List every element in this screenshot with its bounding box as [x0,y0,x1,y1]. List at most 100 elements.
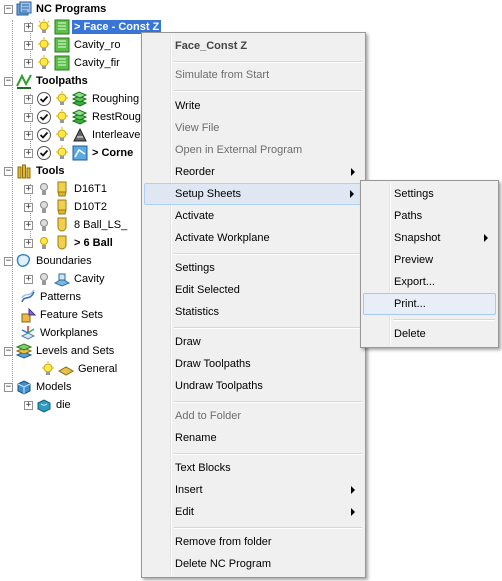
tree-node-tool[interactable]: + 8 Ball_LS_ [24,216,129,234]
tree-node-boundaries[interactable]: − Boundaries [4,252,94,270]
menu-item-undraw-toolpaths[interactable]: Undraw Toolpaths [175,380,263,392]
expand-toggle[interactable]: + [24,147,33,158]
expand-toggle[interactable]: + [24,129,33,140]
submenu-arrow-icon [484,234,488,242]
tree-node-toolpath[interactable]: + RestRoug [24,108,143,126]
submenu-item-export[interactable]: Export... [394,276,435,288]
tree-node-toolpaths[interactable]: − Toolpaths [4,72,90,90]
expand-toggle[interactable]: + [24,219,33,230]
tree-node-tool[interactable]: + D10T2 [24,198,109,216]
tree-node-nc-program[interactable]: + Cavity_ro [24,36,122,54]
model-icon [37,399,51,413]
lightbulb-on-icon [40,237,48,249]
tree-node-workplanes[interactable]: Workplanes [20,324,100,342]
menu-item-insert[interactable]: Insert [144,479,363,501]
tree-node-nc-program[interactable]: + > Face - Const Z [24,18,162,36]
expand-toggle[interactable]: + [24,237,33,248]
tree-node-nc-programs[interactable]: − NC Programs [4,0,108,18]
expand-toggle[interactable]: + [24,399,33,410]
menu-item-draw[interactable]: Draw [175,336,201,348]
boundary-icon [54,273,70,287]
menu-item-settings[interactable]: Settings [175,262,215,274]
lightbulb-on-icon [38,55,50,69]
submenu-item-delete[interactable]: Delete [394,328,426,340]
collapse-toggle[interactable]: − [4,75,13,86]
menu-item-label: Reorder [175,166,215,178]
tree-node-level[interactable]: General [40,360,119,378]
submenu-item-paths[interactable]: Paths [394,210,423,222]
tree-node-tool-active[interactable]: + > 6 Ball [24,234,115,252]
tree-label: NC Programs [36,3,107,15]
menu-item-statistics[interactable]: Statistics [175,306,220,318]
menu-item-edit[interactable]: Edit [144,501,363,523]
tool-ball-icon [57,235,67,250]
menu-item-rename[interactable]: Rename [175,432,217,444]
menu-item-activate[interactable]: Activate [175,210,215,222]
tree-label: D10T2 [74,201,108,213]
submenu-item-snapshot[interactable]: Snapshot [363,227,496,249]
lightbulb-on-icon [38,19,50,33]
submenu-item-settings[interactable]: Settings [394,188,434,200]
tree-node-boundary[interactable]: + Cavity [24,270,107,288]
submenu-arrow-icon [350,190,354,198]
menu-item-open-external: Open in External Program [175,144,303,156]
expand-toggle[interactable]: + [24,111,33,122]
nc-programs-icon [16,1,32,16]
menu-item-draw-toolpaths[interactable]: Draw Toolpaths [175,358,251,370]
feature-sets-icon [21,307,36,323]
tree-node-patterns[interactable]: Patterns [20,288,83,306]
collapse-toggle[interactable]: − [4,165,13,176]
menu-item-activate-workplane[interactable]: Activate Workplane [175,232,270,244]
tree-node-model[interactable]: + die [24,396,73,414]
toolpath-icon [72,91,88,107]
expand-toggle[interactable]: + [24,273,33,284]
tree-node-toolpath[interactable]: + Interleave [24,126,142,144]
tree-label: Tools [36,165,65,177]
nc-program-icon [54,19,70,35]
lightbulb-off-icon [40,201,48,213]
tree-node-levels-and-sets[interactable]: − Levels and Sets [4,342,116,360]
menu-item-delete-nc-program[interactable]: Delete NC Program [175,558,271,570]
menu-separator [174,327,362,329]
submenu-item-print[interactable]: Print... [363,293,496,315]
tree-node-tools[interactable]: − Tools [4,162,67,180]
tree-node-toolpath[interactable]: + Roughing [24,90,141,108]
expand-toggle[interactable]: + [24,201,33,212]
menu-item-remove-from-folder[interactable]: Remove from folder [175,536,272,548]
nc-program-icon [54,37,70,53]
expand-toggle[interactable]: + [24,39,33,50]
tree-label-selected: > Face - Const Z [72,20,162,34]
collapse-toggle[interactable]: − [4,381,13,392]
checkmark-icon [37,128,51,142]
tree-node-tool[interactable]: + D16T1 [24,180,109,198]
menu-item-text-blocks[interactable]: Text Blocks [175,462,231,474]
expand-toggle[interactable]: + [24,57,33,68]
tree-label: Cavity_ro [74,39,121,51]
tree-node-feature-sets[interactable]: Feature Sets [20,306,105,324]
collapse-toggle[interactable]: − [4,3,13,14]
tree-label: die [56,399,71,411]
tools-icon [17,164,31,179]
boundaries-icon [16,254,31,267]
submenu-item-preview[interactable]: Preview [394,254,434,266]
expand-toggle[interactable]: + [24,21,33,32]
tree-node-models[interactable]: − Models [4,378,73,396]
tree-node-toolpath-active[interactable]: + > Corne [24,144,135,162]
context-menu: Face_Const Z Simulate from Start Write V… [141,32,366,578]
menu-item-edit-selected[interactable]: Edit Selected [175,284,240,296]
menu-item-reorder[interactable]: Reorder [144,161,363,183]
expand-toggle[interactable]: + [24,93,33,104]
nc-program-icon [54,55,70,71]
collapse-toggle[interactable]: − [4,255,13,266]
menu-item-label: Insert [175,484,203,496]
expand-toggle[interactable]: + [24,183,33,194]
tree-label: Interleave [92,129,141,141]
lightbulb-off-icon [40,219,48,231]
tree-guide-line [30,184,31,246]
menu-item-write[interactable]: Write [175,100,201,112]
levels-icon [16,343,32,359]
tree-node-nc-program[interactable]: + Cavity_fir [24,54,122,72]
menu-item-add-to-folder: Add to Folder [175,410,242,422]
collapse-toggle[interactable]: − [4,345,13,356]
menu-item-setup-sheets[interactable]: Setup Sheets [144,183,363,205]
